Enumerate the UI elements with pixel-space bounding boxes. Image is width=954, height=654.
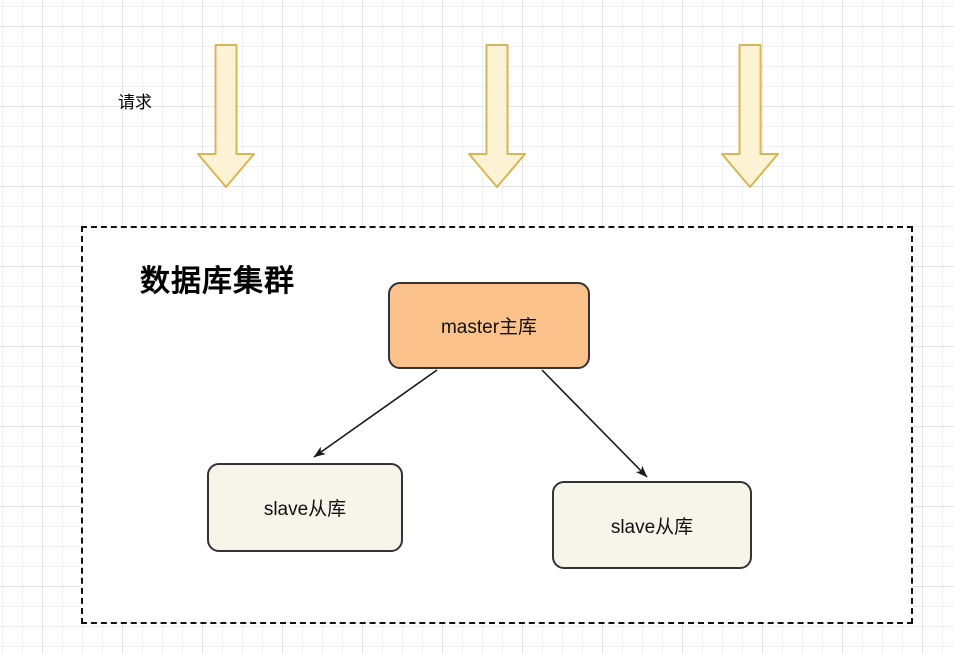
cluster-title: 数据库集群 <box>140 265 295 298</box>
node-master-label: master主库 <box>440 317 538 338</box>
down-arrow-icon[interactable] <box>468 44 526 188</box>
node-slave-right-label: slave从库 <box>610 516 694 538</box>
edge-master-to-slave-right[interactable] <box>541 369 648 478</box>
edge-master-to-slave-left[interactable] <box>313 369 438 458</box>
down-arrow-icon[interactable] <box>721 44 779 188</box>
node-slave-right[interactable]: slave从库 <box>552 481 752 569</box>
down-arrow-icon[interactable] <box>197 44 255 188</box>
node-slave-left[interactable]: slave从库 <box>207 463 403 552</box>
node-slave-left-label: slave从库 <box>263 499 347 520</box>
node-master[interactable]: master主库 <box>388 282 590 369</box>
request-label: 请求 <box>118 93 152 112</box>
